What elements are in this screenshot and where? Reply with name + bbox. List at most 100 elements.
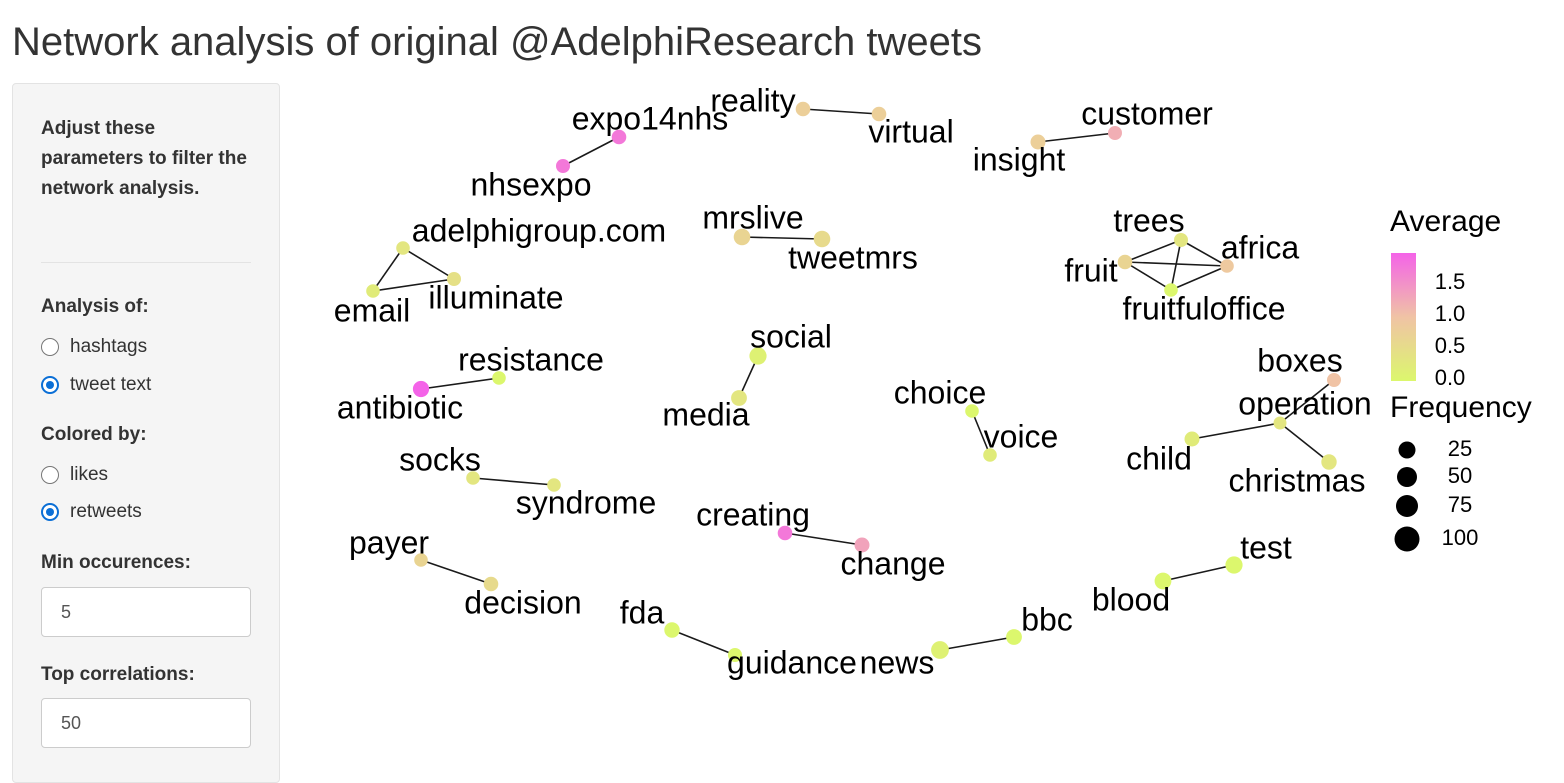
node-customer bbox=[1108, 126, 1122, 140]
node-label-media: media bbox=[662, 396, 749, 432]
node-label-africa: africa bbox=[1221, 229, 1299, 265]
node-label-insight: insight bbox=[973, 141, 1066, 177]
node-virtual bbox=[871, 106, 887, 122]
node-label-socks: socks bbox=[399, 441, 481, 477]
node-expo14nhs bbox=[611, 129, 627, 145]
edge-expo14nhs-nhsexpo bbox=[562, 136, 620, 167]
edge-payer-decision bbox=[420, 559, 492, 585]
legend-frequency-title: Frequency bbox=[1390, 391, 1532, 424]
node-label-resistance: resistance bbox=[458, 341, 604, 377]
node-illuminate bbox=[447, 272, 461, 286]
node-label-virtual: virtual bbox=[868, 113, 953, 149]
legend-average-tick-1.0: 1.0 bbox=[1435, 301, 1466, 326]
node-label-antibiotic: antibiotic bbox=[337, 389, 463, 425]
node-boxes bbox=[1327, 373, 1341, 387]
node-label-creating: creating bbox=[696, 496, 810, 532]
radio-likes-indicator[interactable] bbox=[41, 466, 59, 484]
node-label-decision: decision bbox=[464, 584, 581, 620]
node-label-adelphigroup.com: adelphigroup.com bbox=[412, 212, 666, 248]
node-voice bbox=[983, 448, 997, 462]
node-change bbox=[854, 537, 870, 553]
node-label-fruit: fruit bbox=[1064, 252, 1117, 288]
legend-frequency-dot-75 bbox=[1396, 495, 1418, 517]
legend-frequency-tick-50: 50 bbox=[1448, 463, 1472, 488]
edge-operation-christmas bbox=[1279, 422, 1330, 463]
node-operation bbox=[1273, 416, 1287, 430]
node-test bbox=[1225, 556, 1243, 574]
legend-average-tick-0.0: 0.0 bbox=[1435, 365, 1466, 390]
node-label-change: change bbox=[841, 545, 946, 581]
edge-choice-voice bbox=[971, 410, 991, 456]
legend-frequency-dot-100 bbox=[1394, 526, 1420, 552]
edge-antibiotic-resistance bbox=[420, 377, 500, 390]
sidebar-divider bbox=[41, 262, 251, 263]
radio-tweet-text-indicator[interactable] bbox=[41, 376, 59, 394]
node-label-choice: choice bbox=[894, 374, 987, 410]
min-occurences-input[interactable] bbox=[41, 587, 251, 637]
radio-hashtags-label: hashtags bbox=[70, 336, 148, 357]
node-label-news: news bbox=[860, 644, 935, 680]
node-label-test: test bbox=[1240, 529, 1292, 565]
edge-operation-boxes bbox=[1279, 379, 1335, 424]
node-news bbox=[931, 641, 949, 659]
radio-tweet-text[interactable]: tweet text bbox=[41, 374, 151, 396]
node-nhsexpo bbox=[556, 159, 570, 173]
node-label-tweetmrs: tweetmrs bbox=[788, 239, 918, 275]
top-correlations-input[interactable] bbox=[41, 698, 251, 748]
edges-layer bbox=[372, 108, 1335, 656]
node-label-customer: customer bbox=[1081, 95, 1213, 131]
node-choice bbox=[965, 404, 979, 418]
top-correlations-label: Top correlations: bbox=[41, 664, 195, 685]
legend-frequency-tick-25: 25 bbox=[1448, 436, 1472, 461]
node-reality bbox=[795, 101, 811, 117]
node-label-reality: reality bbox=[710, 82, 795, 118]
legend-average-tick-0.5: 0.5 bbox=[1435, 333, 1466, 358]
node-christmas bbox=[1321, 454, 1337, 470]
edge-trees-fruitfuloffice bbox=[1170, 239, 1182, 291]
radio-likes[interactable]: likes bbox=[41, 464, 108, 486]
sidebar-panel: Adjust these parameters to filter the ne… bbox=[12, 83, 280, 783]
node-adelphigroup.com bbox=[396, 241, 410, 255]
node-label-payer: payer bbox=[349, 524, 429, 560]
radio-retweets[interactable]: retweets bbox=[41, 501, 142, 523]
legend-average-title: Average bbox=[1390, 205, 1501, 238]
nodes-layer bbox=[366, 101, 1341, 662]
node-bbc bbox=[1006, 629, 1022, 645]
node-fruitfuloffice bbox=[1164, 283, 1178, 297]
legend-average-tick-1.5: 1.5 bbox=[1435, 269, 1466, 294]
node-label-guidance: guidance bbox=[727, 644, 857, 680]
page-title: Network analysis of original @AdelphiRes… bbox=[12, 20, 982, 64]
node-payer bbox=[414, 553, 428, 567]
edge-africa-fruitfuloffice bbox=[1170, 265, 1228, 291]
node-tweetmrs bbox=[813, 230, 831, 248]
edge-fruit-fruitfuloffice bbox=[1124, 261, 1172, 291]
radio-hashtags-indicator[interactable] bbox=[41, 338, 59, 356]
edge-trees-africa bbox=[1180, 239, 1228, 267]
edge-operation-child bbox=[1191, 422, 1281, 440]
node-label-boxes: boxes bbox=[1257, 342, 1342, 378]
node-antibiotic bbox=[412, 380, 430, 398]
node-label-child: child bbox=[1126, 440, 1192, 476]
node-label-fruitfuloffice: fruitfuloffice bbox=[1122, 290, 1285, 326]
node-label-social: social bbox=[750, 318, 832, 354]
node-label-bbc: bbc bbox=[1021, 601, 1073, 637]
edge-blood-test bbox=[1162, 564, 1235, 582]
radio-retweets-indicator[interactable] bbox=[41, 503, 59, 521]
node-fruit bbox=[1117, 254, 1133, 270]
node-trees bbox=[1174, 233, 1188, 247]
radio-hashtags[interactable]: hashtags bbox=[41, 336, 147, 358]
node-label-mrslive: mrslive bbox=[702, 199, 803, 235]
node-label-voice: voice bbox=[984, 418, 1059, 454]
edge-news-bbc bbox=[939, 636, 1015, 651]
legend-frequency-dot-25 bbox=[1398, 441, 1416, 459]
node-syndrome bbox=[547, 478, 561, 492]
edge-adelphigroup.com-email bbox=[372, 247, 404, 292]
legend-frequency-dot-50 bbox=[1397, 467, 1417, 487]
node-email bbox=[366, 284, 380, 298]
node-insight bbox=[1030, 134, 1046, 150]
edge-creating-change bbox=[784, 532, 863, 546]
node-label-email: email bbox=[334, 292, 410, 328]
node-fda bbox=[664, 622, 680, 638]
